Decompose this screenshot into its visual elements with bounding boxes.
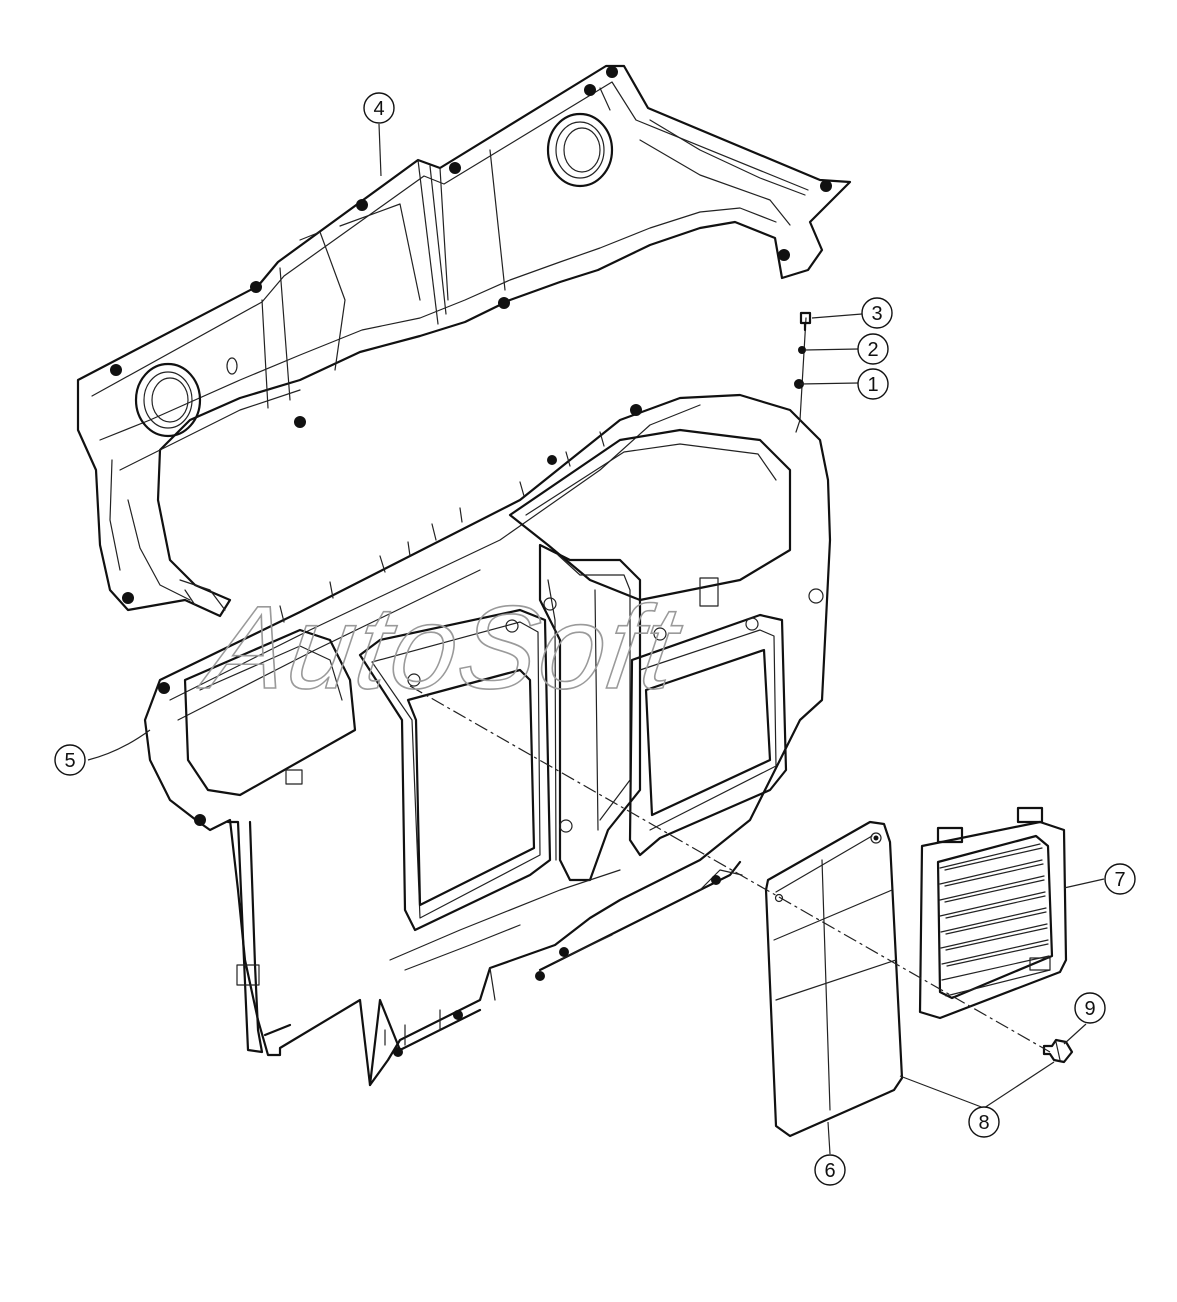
- leader-lines: [87, 123, 1105, 1155]
- callout-8[interactable]: 8: [968, 1106, 1000, 1138]
- main-back-panel[interactable]: [143, 393, 832, 1087]
- callout-9[interactable]: 9: [1074, 992, 1106, 1024]
- callout-label: 6: [824, 1160, 835, 1182]
- callout-circle: [54, 744, 86, 776]
- callout-5[interactable]: 5: [54, 744, 86, 776]
- upper-trim-panel[interactable]: [76, 64, 852, 618]
- callout-circle: [1074, 992, 1106, 1024]
- callout-circle: [814, 1154, 846, 1186]
- cover-plate[interactable]: [764, 820, 904, 1138]
- fastener-stack[interactable]: [794, 311, 812, 433]
- callout-label: 5: [64, 750, 75, 772]
- callout-label: 7: [1114, 869, 1125, 891]
- assembly-axis: [409, 685, 1051, 1053]
- callout-circle: [857, 333, 889, 365]
- callout-circle: [363, 92, 395, 124]
- callout-3[interactable]: 3: [861, 297, 893, 329]
- callout-label: 8: [978, 1112, 989, 1134]
- callout-1[interactable]: 1: [857, 368, 889, 400]
- callout-circle: [861, 297, 893, 329]
- callout-label: 1: [867, 374, 878, 396]
- callout-circle: [857, 368, 889, 400]
- callout-2[interactable]: 2: [857, 333, 889, 365]
- callout-label: 3: [871, 303, 882, 325]
- push-clip[interactable]: [1042, 1038, 1074, 1064]
- callout-label: 2: [867, 339, 878, 361]
- callout-7[interactable]: 7: [1104, 863, 1136, 895]
- callout-6[interactable]: 6: [814, 1154, 846, 1186]
- callout-label: 9: [1084, 998, 1095, 1020]
- watermark-text: AutoSoft: [194, 583, 690, 714]
- callout-4[interactable]: 4: [363, 92, 395, 124]
- callout-circle: [968, 1106, 1000, 1138]
- callout-label: 4: [373, 98, 384, 120]
- callout-circle: [1104, 863, 1136, 895]
- vent-grille[interactable]: [918, 806, 1068, 1020]
